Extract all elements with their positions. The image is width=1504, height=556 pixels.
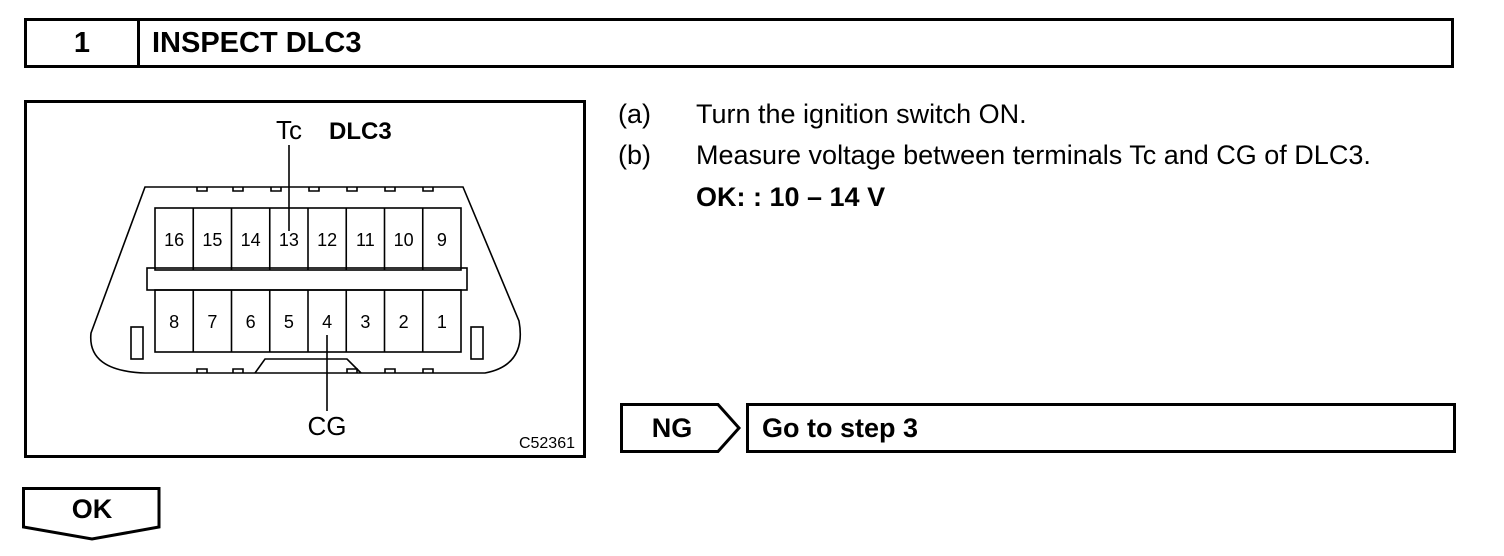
pin-number: 14 <box>241 230 261 250</box>
pin-number: 7 <box>207 312 217 332</box>
instruction-tag: (b) <box>618 140 651 170</box>
instruction-text: Turn the ignition switch ON. <box>696 99 1027 129</box>
ng-arrow-shape <box>620 403 742 453</box>
ng-arrow: NG <box>620 403 742 453</box>
goto-text: Go to step 3 <box>762 412 919 443</box>
step-header: 1 INSPECT DLC3 <box>24 18 1454 68</box>
figure-title: DLC3 <box>329 118 392 145</box>
right-latch <box>470 326 484 360</box>
ng-goto-box: Go to step 3 <box>746 403 1456 453</box>
left-latch <box>130 326 144 360</box>
center-rail <box>146 267 468 291</box>
cg-label: CG <box>308 411 347 441</box>
instruction-tag: (a) <box>618 99 651 129</box>
tc-label: Tc <box>276 115 302 145</box>
ok-spec: OK: : 10 – 14 V <box>696 182 886 212</box>
pin-number: 16 <box>164 230 184 250</box>
pin-number: 3 <box>360 312 370 332</box>
pin-number: 4 <box>322 312 332 332</box>
instruction-text: Measure voltage between terminals Tc and… <box>696 140 1371 170</box>
pin-number: 9 <box>437 230 447 250</box>
pin-number: 12 <box>317 230 337 250</box>
pin-number: 2 <box>399 312 409 332</box>
connector-outline <box>90 186 521 374</box>
ok-arrow-shape <box>22 487 161 541</box>
pin-number: 5 <box>284 312 294 332</box>
pin-number: 10 <box>394 230 414 250</box>
ok-arrow: OK <box>22 487 162 541</box>
step-title: INSPECT DLC3 <box>152 26 362 59</box>
ng-label: NG <box>651 412 693 443</box>
pin-number: 6 <box>246 312 256 332</box>
step-number: 1 <box>27 21 140 65</box>
figure-code: C52361 <box>519 435 575 452</box>
ok-label: OK <box>71 493 113 524</box>
pin-number: 1 <box>437 312 447 332</box>
pin-number: 13 <box>279 230 299 250</box>
pin-number: 11 <box>356 230 375 250</box>
dlc3-figure: 16 15 14 13 12 11 10 9 8 7 6 5 4 3 2 1 Tc DLC3 CG C5236… <box>24 100 586 458</box>
pin-number: 15 <box>202 230 222 250</box>
dlc3-connector-diagram: 16 15 14 13 12 11 10 9 8 7 6 5 4 3 2 1 Tc DLC3 CG C5236… <box>90 115 575 452</box>
pin-number: 8 <box>169 312 179 332</box>
